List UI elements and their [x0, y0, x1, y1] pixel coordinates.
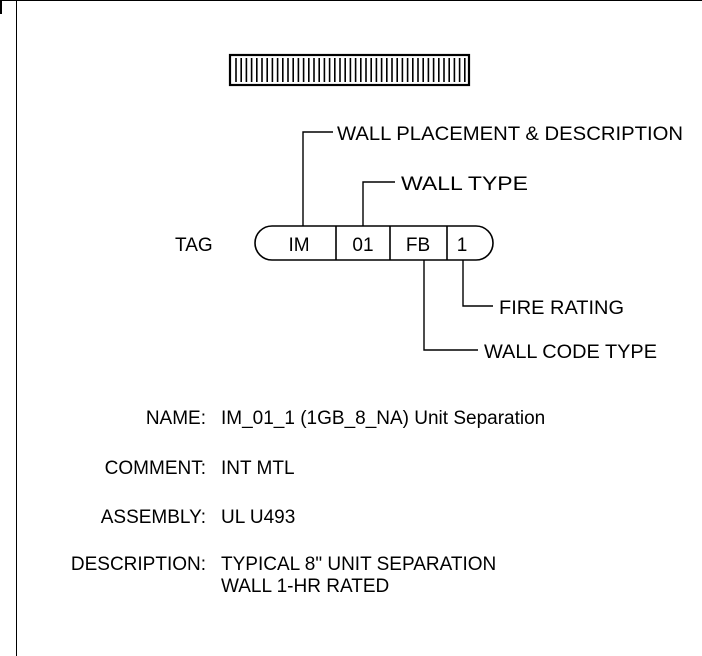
assembly-key: ASSEMBLY:: [100, 507, 206, 528]
tag-segment-wall-type: 01: [352, 235, 373, 256]
assembly-value: UL U493: [221, 507, 296, 528]
tag-segment-wall-code: FB: [406, 235, 430, 256]
callout-wall-type: WALL TYPE: [401, 174, 528, 195]
description-value-line1: TYPICAL 8" UNIT SEPARATION: [221, 554, 497, 575]
frame-top-border: [0, 0, 702, 1]
leader-line-wall-code: [423, 260, 478, 351]
tag-label: TAG: [175, 235, 213, 256]
name-value: IM_01_1 (1GB_8_NA) Unit Separation: [221, 408, 546, 429]
callout-wall-code-type: WALL CODE TYPE: [484, 342, 657, 363]
tag-segment-fire-rating: 1: [457, 235, 468, 256]
comment-key: COMMENT:: [104, 458, 206, 479]
name-key: NAME:: [145, 408, 206, 429]
comment-value: INT MTL: [221, 458, 295, 479]
leader-line-wall-type: [362, 181, 395, 226]
tag-segment-placement: IM: [288, 235, 309, 256]
wall-hatch-swatch: [228, 53, 471, 87]
description-value-line2: WALL 1-HR RATED: [221, 576, 390, 597]
callout-fire-rating: FIRE RATING: [499, 298, 624, 319]
frame-left-border: [16, 0, 17, 656]
frame-corner-tick: [0, 0, 2, 14]
description-key: DESCRIPTION:: [70, 554, 206, 575]
tag-capsule: [254, 225, 494, 261]
callout-placement: WALL PLACEMENT & DESCRIPTION: [337, 124, 683, 145]
leader-line-placement: [302, 131, 333, 226]
leader-line-fire-rating: [462, 260, 493, 307]
